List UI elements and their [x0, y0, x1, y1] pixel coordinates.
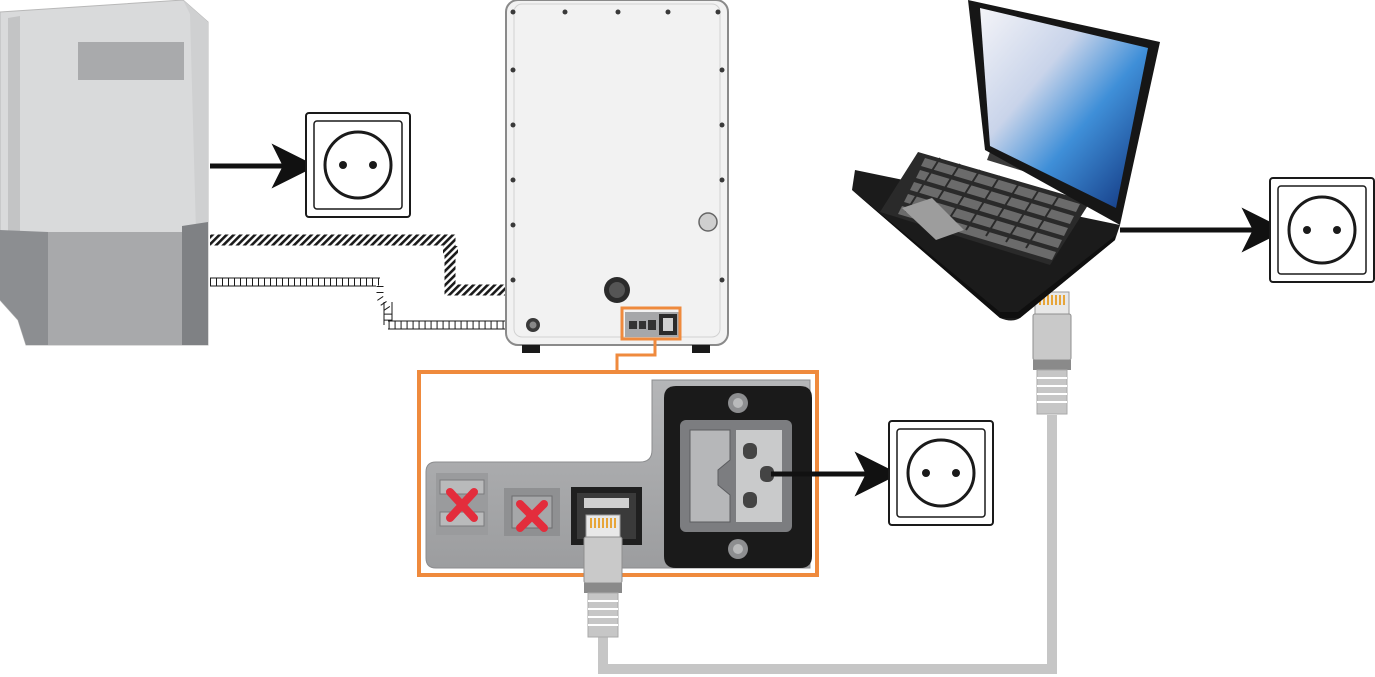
external-unit-icon — [0, 0, 209, 346]
red-x-icon — [446, 488, 478, 522]
rj45-plug-laptop — [1032, 291, 1072, 415]
laptop-icon — [852, 0, 1160, 321]
outlet-external-unit — [304, 111, 412, 219]
power-inlet — [664, 386, 812, 568]
highlight-connector — [615, 339, 657, 372]
ethernet-cable — [598, 415, 1057, 674]
rj45-plug-instrument — [583, 514, 623, 638]
outlet-instrument — [887, 419, 995, 527]
red-x-icon — [516, 500, 548, 532]
instrument-rear-icon — [505, 0, 729, 353]
port-panel-highlight — [620, 306, 682, 341]
outlet-laptop — [1268, 176, 1375, 284]
